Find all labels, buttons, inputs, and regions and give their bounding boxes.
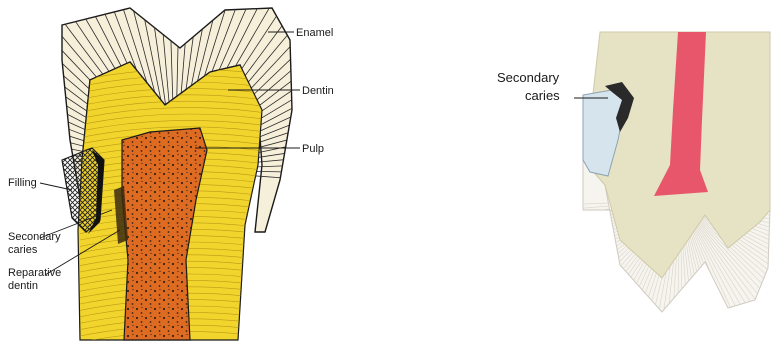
label-reparative-line1: Reparative [8, 267, 61, 279]
label-secondary-caries-line1: Secondary [8, 231, 61, 243]
right-tooth-figure: Secondary caries [497, 32, 776, 340]
label-dentin: Dentin [302, 85, 334, 97]
label-pulp: Pulp [302, 143, 324, 155]
label-reparative-line2: dentin [8, 280, 38, 292]
label-filling: Filling [8, 177, 37, 189]
left-tooth-figure: Enamel Dentin Pulp Filling Secondary car… [0, 0, 375, 342]
right-label-secondary-caries-line1: Secondary [497, 70, 560, 85]
right-label-secondary-caries-line2: caries [525, 88, 560, 103]
label-enamel: Enamel [296, 27, 333, 39]
label-secondary-caries-line2: caries [8, 244, 38, 256]
